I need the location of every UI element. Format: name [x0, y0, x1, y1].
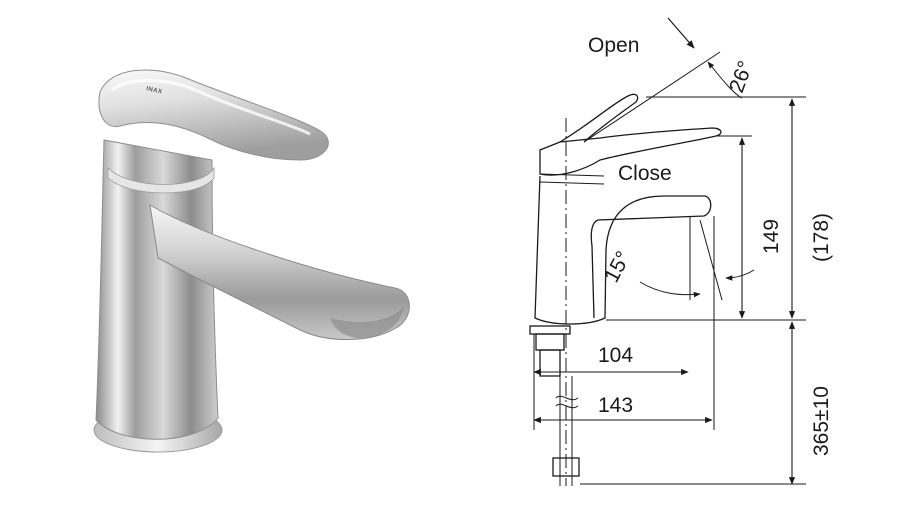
dim-149: 149: [760, 219, 783, 254]
drawing-hose: [559, 376, 573, 486]
angle-15-arc: [639, 281, 701, 298]
label-open: Open: [588, 34, 639, 57]
drawing-body-edge: [591, 245, 595, 319]
faucet-collar: [107, 166, 215, 194]
dim-178: (178): [810, 213, 833, 262]
angle-15-arc-right: [725, 269, 755, 281]
faucet-lever-highlight: [111, 79, 311, 136]
open-arrow: [667, 17, 695, 49]
drawing-base-plate: [529, 325, 571, 335]
label-close: Close: [618, 162, 672, 185]
faucet-spout-tip: [330, 306, 404, 339]
drawing-hose-end: [552, 457, 580, 477]
drawing-body-outline: [534, 175, 712, 325]
faucet-photo: INAX: [93, 69, 410, 453]
dim-143: 143: [598, 394, 633, 417]
close-angle-line: [699, 219, 723, 301]
dim-365: 365±10: [810, 386, 833, 456]
open-angle-line: [583, 51, 721, 143]
faucet-lever: [98, 69, 329, 161]
open-angle-arc: [707, 61, 743, 99]
drawing-fitting-nut: [539, 349, 561, 377]
drawing-collar: [539, 173, 605, 185]
drawing-hose-break: [555, 395, 579, 409]
faucet-spout: [149, 204, 410, 341]
dim-104: 104: [598, 344, 633, 367]
brand-mark: INAX: [146, 86, 163, 95]
drawing-lever-open: [559, 93, 639, 143]
technical-drawing: [529, 17, 806, 486]
label-angle-26: 26°: [725, 58, 757, 96]
drawing-fitting-top: [535, 333, 565, 351]
